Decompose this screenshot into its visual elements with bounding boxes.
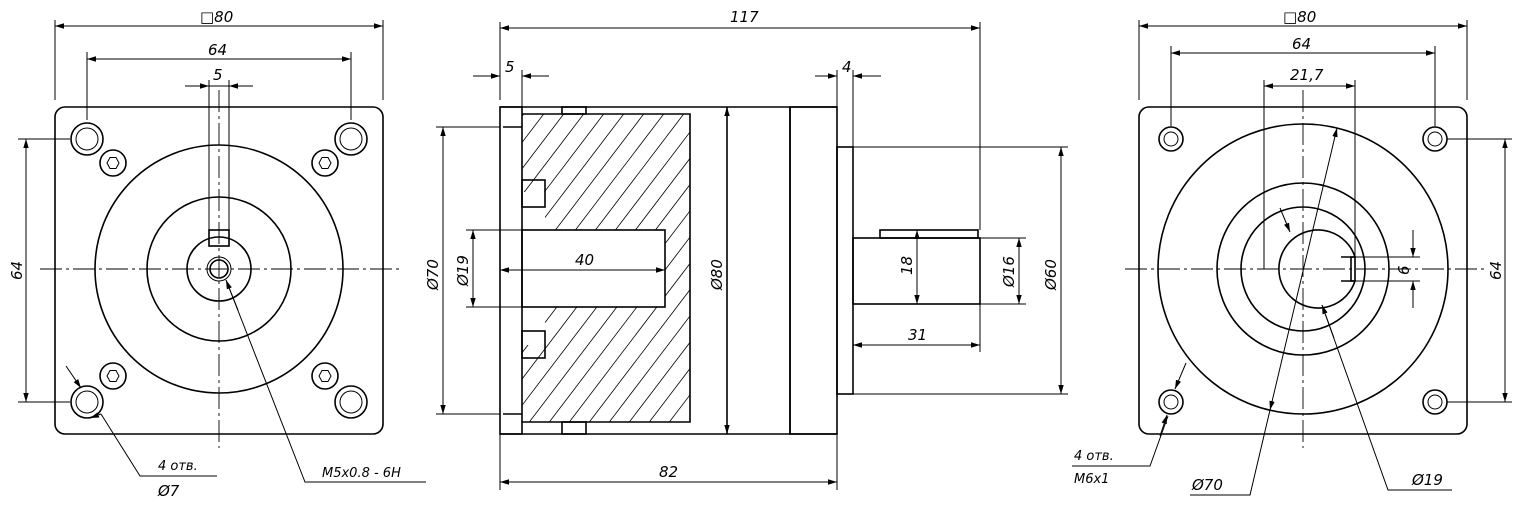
front-key — [208, 229, 230, 247]
front-dim-key-width: 5 — [213, 66, 223, 84]
section-dim-bore-dia: Ø19 — [454, 255, 472, 287]
front-note-holes-diameter: Ø7 — [157, 482, 180, 500]
rear-dim-bore-dia: Ø19 — [1411, 471, 1443, 489]
front-dim-bolt-spacing-v: 64 — [8, 261, 26, 280]
section-dim-shaft-dia: Ø16 — [1000, 256, 1018, 288]
rear-view: □80 64 21,7 6 64 4 отв. M6x1 Ø70 Ø19 — [1072, 8, 1512, 496]
rear-dim-bolt-spacing-v: 64 — [1487, 261, 1505, 280]
section-body-outline — [522, 113, 691, 423]
section-pilot — [836, 146, 854, 395]
front-dim-square: □80 — [200, 8, 233, 26]
front-pilot-circle — [146, 196, 292, 342]
section-view: 117 5 4 Ø70 Ø19 40 Ø80 18 Ø16 Ø60 — [424, 8, 1068, 490]
section-dim-outer-dia: Ø70 — [424, 259, 442, 291]
section-shaft-key — [879, 229, 979, 239]
section-dim-key-height: 18 — [898, 256, 916, 275]
rear-dim-keyway-depth: 21,7 — [1290, 66, 1324, 84]
rear-dim-square: □80 — [1283, 8, 1316, 26]
rear-dim-outer-dia: Ø70 — [1191, 476, 1223, 494]
section-dim-shaft-length: 31 — [908, 326, 927, 344]
section-dim-overall-length: 117 — [730, 8, 759, 26]
front-body-circle — [94, 144, 344, 394]
rear-dim-bolt-spacing-h: 64 — [1292, 35, 1311, 53]
rear-dim-keyway-width: 6 — [1395, 265, 1413, 275]
section-dim-flange-thickness: 5 — [505, 58, 515, 76]
section-dim-bore-depth: 40 — [575, 251, 594, 269]
front-bolt-holes — [70, 122, 368, 419]
front-thread-hole — [209, 259, 229, 279]
rear-note-holes-count: 4 отв. — [1074, 449, 1114, 464]
rear-note-holes-thread: M6x1 — [1074, 472, 1109, 487]
front-dim-bolt-spacing-h: 64 — [208, 41, 227, 59]
rear-body-circle — [1157, 123, 1449, 415]
section-dim-pilot-dia: Ø60 — [1042, 259, 1060, 291]
section-dim-body-dia: Ø80 — [708, 259, 726, 291]
front-note-holes-count: 4 отв. — [158, 459, 198, 474]
front-note-thread: M5x0.8 - 6H — [322, 466, 401, 481]
section-dim-body-length: 82 — [659, 463, 678, 481]
front-view: □80 64 5 64 4 отв. Ø7 M5x0.8 - 6H — [8, 8, 426, 500]
section-motor-body — [789, 106, 838, 435]
front-hub-circle — [186, 236, 252, 302]
section-dim-shoulder: 4 — [842, 58, 852, 76]
front-hex-screws — [99, 149, 339, 390]
